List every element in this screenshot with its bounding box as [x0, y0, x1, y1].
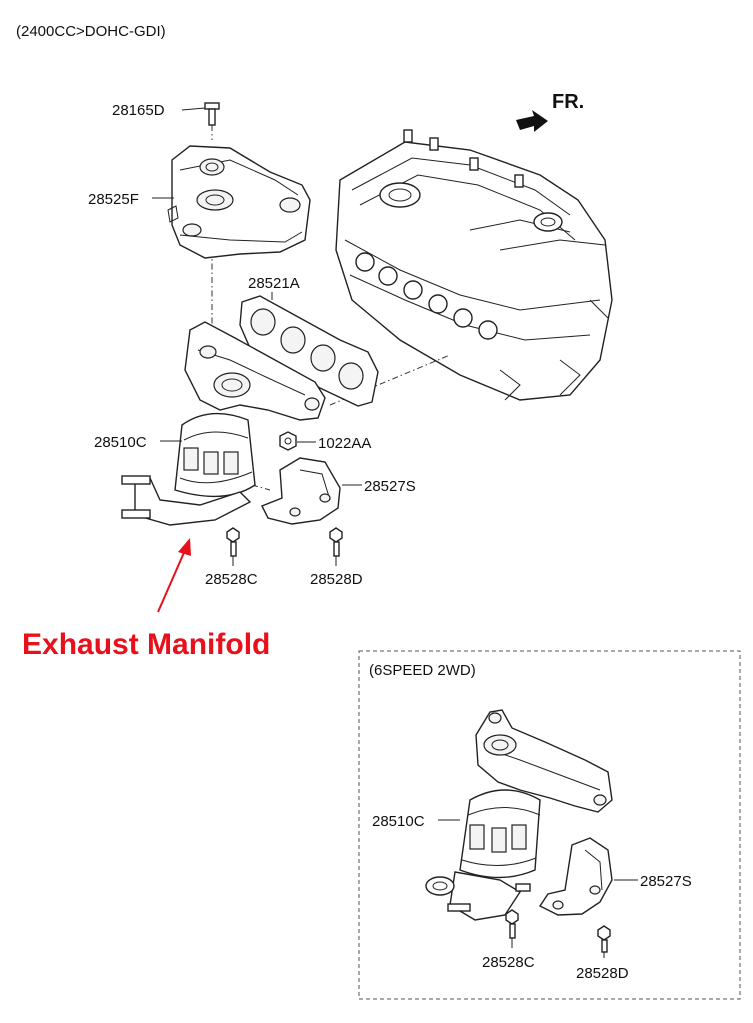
label-28528c: 28528C: [205, 571, 258, 588]
label-28521a: 28521A: [248, 275, 300, 292]
exhaust-manifold-28510c: 28510C: [94, 321, 326, 526]
variant-bracket-28527s: 28527S: [538, 837, 692, 916]
variant-panel-border: [358, 650, 741, 1000]
variant-manifold-28510c: 28510C: [372, 709, 613, 921]
engine-spec-header: (2400CC>DOHC-GDI): [16, 23, 166, 40]
variant-bolt-28528c: 28528C: [482, 909, 535, 971]
bolt-28528d: 28528D: [310, 527, 363, 588]
callout-label: Exhaust Manifold: [22, 628, 270, 661]
bracket-28527s: 28527S: [261, 457, 416, 525]
variant-label-28528c: 28528C: [482, 954, 535, 971]
label-28525f: 28525F: [88, 191, 139, 208]
nut-1022aa: 1022AA: [279, 431, 371, 452]
gasket-28521a: 28521A: [239, 275, 379, 407]
bolt-28528c: 28528C: [205, 527, 258, 588]
variant-label-28510c: 28510C: [372, 813, 425, 830]
variant-title: (6SPEED 2WD): [369, 662, 476, 679]
engine-cylinder-head: [335, 129, 613, 401]
label-28510c: 28510C: [94, 434, 147, 451]
front-direction-indicator: FR.: [516, 91, 584, 132]
variant-label-28528d: 28528D: [576, 965, 629, 982]
callout-arrow-line: [157, 547, 187, 613]
exhaust-manifold-callout: Exhaust Manifold: [22, 538, 270, 661]
label-28528d: 28528D: [310, 571, 363, 588]
callout-arrow-icon: [178, 538, 191, 556]
variant-label-28527s: 28527S: [640, 873, 692, 890]
variant-6speed-2wd-panel: (6SPEED 2WD) 28510C: [358, 650, 741, 1000]
front-arrow-icon: [516, 110, 548, 132]
heat-protector-28525f: 28525F: [88, 145, 311, 259]
label-28165d: 28165D: [112, 102, 165, 119]
front-label: FR.: [552, 91, 584, 113]
label-1022aa: 1022AA: [318, 435, 371, 452]
label-28527s: 28527S: [364, 478, 416, 495]
variant-bolt-28528d: 28528D: [576, 925, 629, 982]
bolt-28165d: 28165D: [112, 102, 220, 126]
